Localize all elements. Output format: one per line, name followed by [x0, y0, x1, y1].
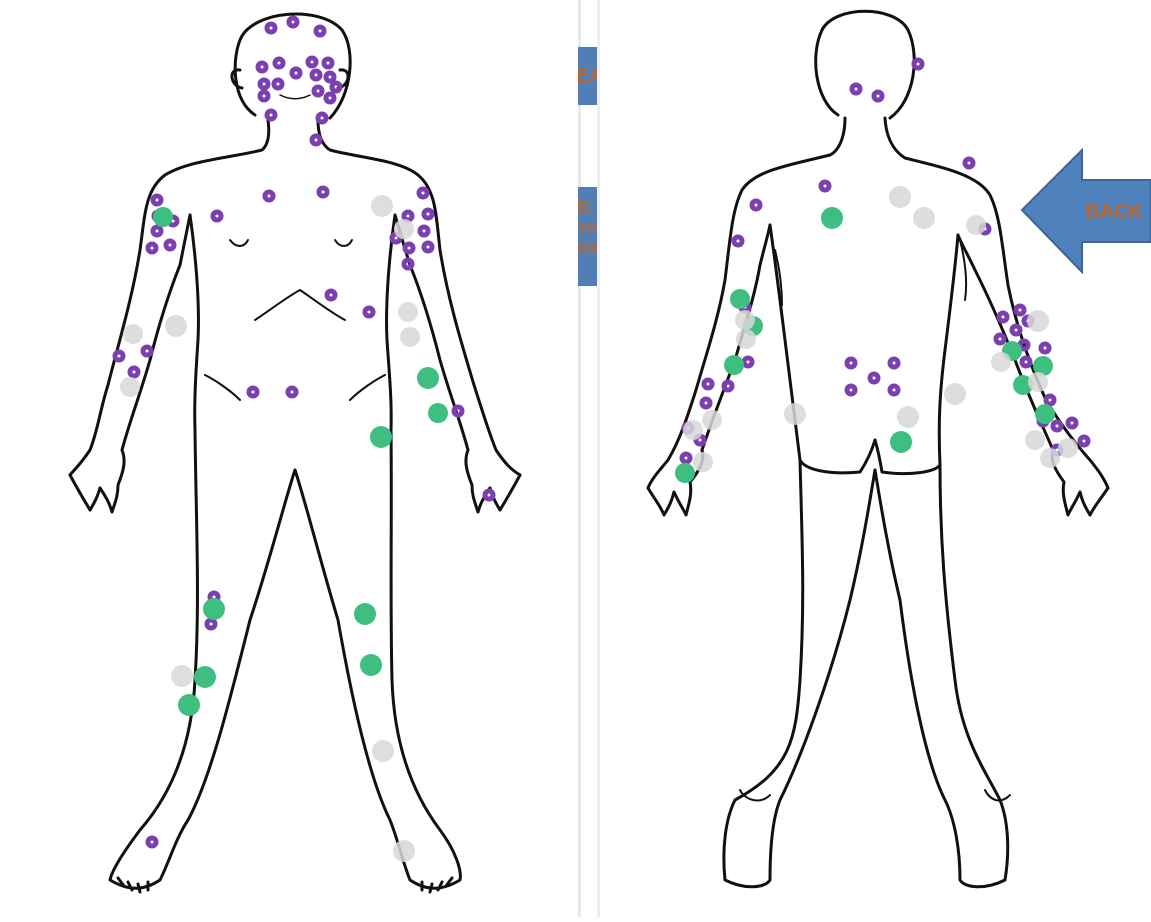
front-body-figure — [0, 0, 578, 917]
grey-markers-front — [120, 195, 420, 862]
panel-divider — [578, 0, 581, 917]
purple-markers-front — [115, 18, 493, 846]
back-body-panel: BACK — [600, 0, 1151, 917]
back-arrow-label: BACK — [1085, 201, 1143, 223]
front-body-panel — [0, 0, 578, 917]
back-body-figure: BACK — [600, 0, 1151, 917]
